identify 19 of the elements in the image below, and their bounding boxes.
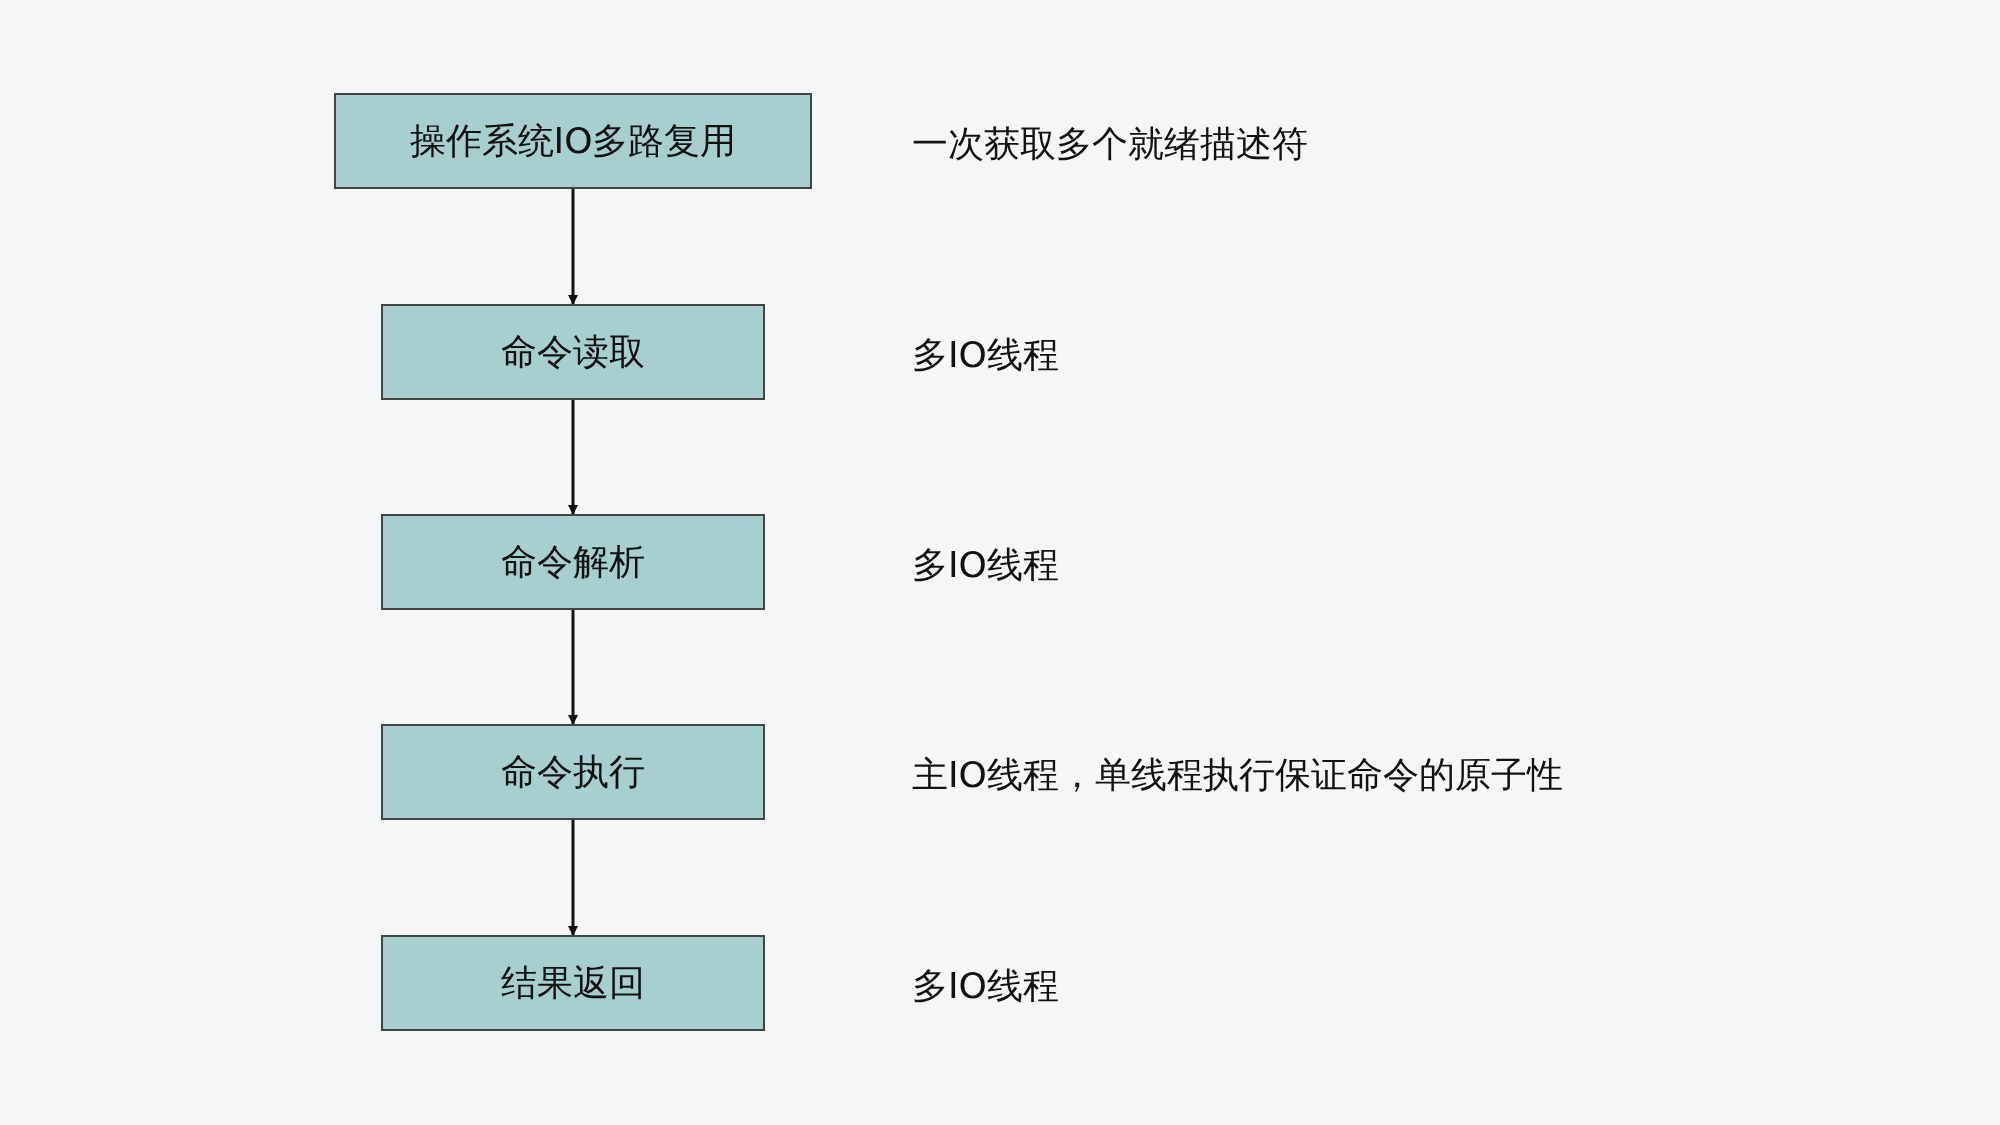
side-note: 一次获取多个就绪描述符	[912, 122, 1308, 166]
box-label: 命令读取	[501, 330, 645, 374]
process-box	[381, 514, 765, 610]
side-note: 多IO线程	[912, 543, 1059, 587]
arrow	[568, 400, 578, 515]
arrow	[568, 610, 578, 725]
side-note: 主IO线程，单线程执行保证命令的原子性	[912, 753, 1563, 797]
box-label: 命令执行	[501, 750, 645, 794]
arrow	[568, 189, 578, 305]
box-label: 命令解析	[501, 540, 645, 584]
side-note: 多IO线程	[912, 964, 1059, 1008]
box-label: 操作系统IO多路复用	[409, 119, 737, 163]
process-box	[381, 935, 765, 1031]
process-box	[334, 93, 812, 189]
process-box	[381, 724, 765, 820]
arrow	[568, 820, 578, 936]
box-label: 结果返回	[501, 961, 645, 1005]
process-box	[381, 304, 765, 400]
side-note: 多IO线程	[912, 333, 1059, 377]
